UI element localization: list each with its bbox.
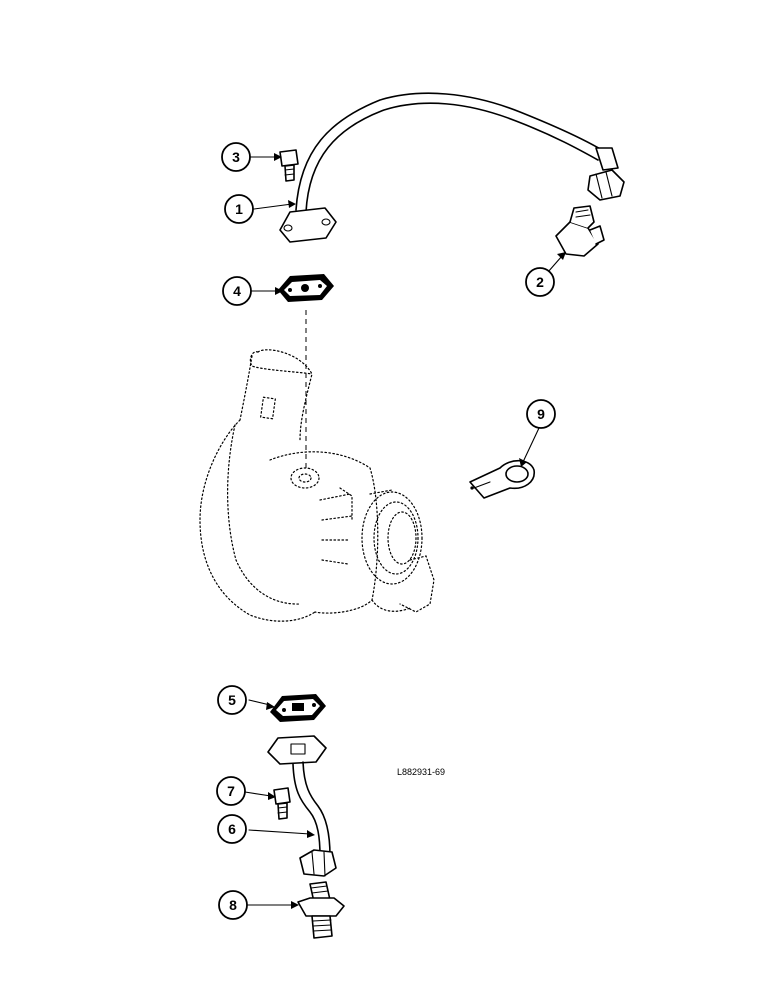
part-1-oil-supply-tube — [279, 92, 625, 243]
callout-2: 2 — [525, 267, 555, 297]
turbocharger-phantom-outline — [199, 349, 435, 622]
part-8-connector — [297, 881, 345, 939]
callout-6: 6 — [217, 814, 247, 844]
callout-9: 9 — [526, 399, 556, 429]
callout-8-number: 8 — [229, 897, 237, 913]
part-3-bolt — [279, 149, 299, 182]
callout-3: 3 — [221, 142, 251, 172]
callout-8: 8 — [218, 890, 248, 920]
callout-3-number: 3 — [232, 149, 240, 165]
reference-code: L882931-69 — [397, 767, 445, 777]
callout-5-number: 5 — [228, 692, 236, 708]
callout-4: 4 — [222, 276, 252, 306]
part-7-bolt — [273, 787, 291, 820]
part-5-gasket — [270, 694, 326, 722]
callout-7: 7 — [216, 776, 246, 806]
leader-lines — [244, 153, 566, 909]
callout-2-number: 2 — [536, 274, 544, 290]
callout-1: 1 — [224, 194, 254, 224]
part-9-clamp — [469, 459, 535, 499]
callout-7-number: 7 — [227, 783, 235, 799]
callout-5: 5 — [217, 685, 247, 715]
callout-6-number: 6 — [228, 821, 236, 837]
callout-1-number: 1 — [235, 201, 243, 217]
part-4-gasket — [278, 274, 334, 302]
callout-9-number: 9 — [537, 406, 545, 422]
part-6-oil-drain-tube — [267, 735, 337, 877]
part-2-elbow-fitting — [555, 205, 605, 257]
callout-4-number: 4 — [233, 283, 241, 299]
